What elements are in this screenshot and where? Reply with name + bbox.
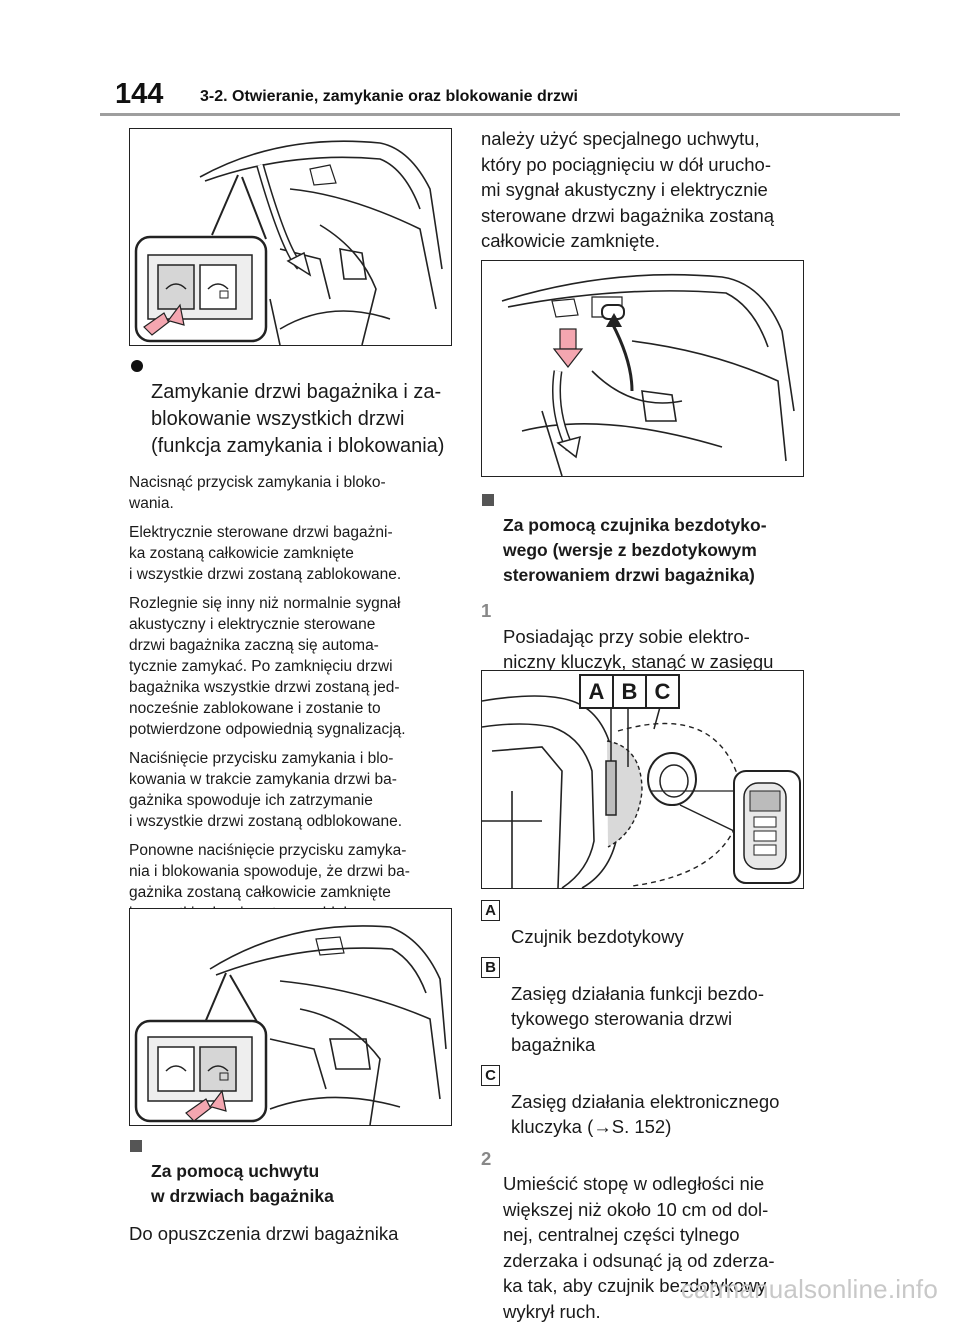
legend-text-c: Zasięg działania elektronicznego kluczyk… [511, 1091, 779, 1138]
bullet-dot-icon [131, 360, 143, 372]
watermark: carmanualsonline.info [681, 1274, 938, 1305]
section-text-handle: Do opuszczenia drzwi bagażnika [129, 1221, 454, 1247]
right-column-top: należy użyć specjalnego uchwytu, który p… [481, 126, 811, 254]
section-heading-handle-text: Za pomocą uchwytu w drzwiach bagażnika [151, 1161, 334, 1206]
continuation-text: należy użyć specjalnego uchwytu, który p… [481, 126, 811, 254]
figure-tailgate-lock-button [129, 128, 452, 346]
left-column-bottom: Za pomocą uchwytu w drzwiach bagażnika D… [129, 1134, 454, 1247]
callout-label-b: B [612, 674, 647, 709]
legend-item-a: A Czujnik bezdotykowy [481, 898, 811, 949]
left-column: Zamykanie drzwi bagażnika i za- blokowan… [129, 352, 454, 932]
bullet-heading: Zamykanie drzwi bagażnika i za- blokowan… [129, 352, 454, 460]
legend-key-b: B [481, 957, 500, 978]
figure-sensor-range: A B C [481, 670, 804, 889]
figure-tailgate-closing [129, 908, 452, 1126]
legend-key-a: A [481, 900, 500, 921]
step-2-number: 2 [481, 1146, 491, 1172]
paragraph-2: Elektrycznie sterowane drzwi bagażni- ka… [129, 522, 454, 585]
step-1-number: 1 [481, 598, 491, 624]
legend-item-c: C Zasięg działania elektronicznego kluczy… [481, 1063, 811, 1140]
right-column-bottom: A Czujnik bezdotykowy B Zasięg działania f… [481, 898, 811, 1324]
section-heading-handle: Za pomocą uchwytu w drzwiach bagażnika [129, 1134, 454, 1209]
chapter-title: 3-2. Otwieranie, zamykanie oraz blokowan… [200, 88, 578, 106]
section-heading-sensor: Za pomocą czujnika bezdotyko- wego (wers… [481, 488, 811, 588]
bullet-heading-text: Zamykanie drzwi bagażnika i za- blokowan… [151, 381, 444, 457]
square-bullet-icon [482, 494, 494, 506]
paragraph-3: Rozlegnie się inny niż normalnie sygnał … [129, 593, 454, 740]
legend-key-c: C [481, 1065, 500, 1086]
page-header: 144 3-2. Otwieranie, zamykanie oraz blok… [100, 74, 900, 114]
page-number: 144 [115, 78, 163, 111]
square-bullet-icon [130, 1140, 142, 1152]
legend-text-a: Czujnik bezdotykowy [511, 926, 684, 947]
header-rule [100, 113, 900, 116]
section-heading-sensor-text: Za pomocą czujnika bezdotyko- wego (wers… [503, 515, 767, 585]
paragraph-4: Naciśnięcie przycisku zamykania i blo- k… [129, 748, 454, 832]
legend-item-b: B Zasięg działania funkcji bezdo- tykoweg… [481, 955, 811, 1057]
figure-tailgate-handle [481, 260, 804, 477]
callout-label-c: C [645, 674, 680, 709]
legend-text-b: Zasięg działania funkcji bezdo- tykowego… [511, 983, 764, 1055]
callout-label-a: A [579, 674, 614, 709]
paragraph-1: Nacisnąć przycisk zamykania i bloko- wan… [129, 472, 454, 514]
